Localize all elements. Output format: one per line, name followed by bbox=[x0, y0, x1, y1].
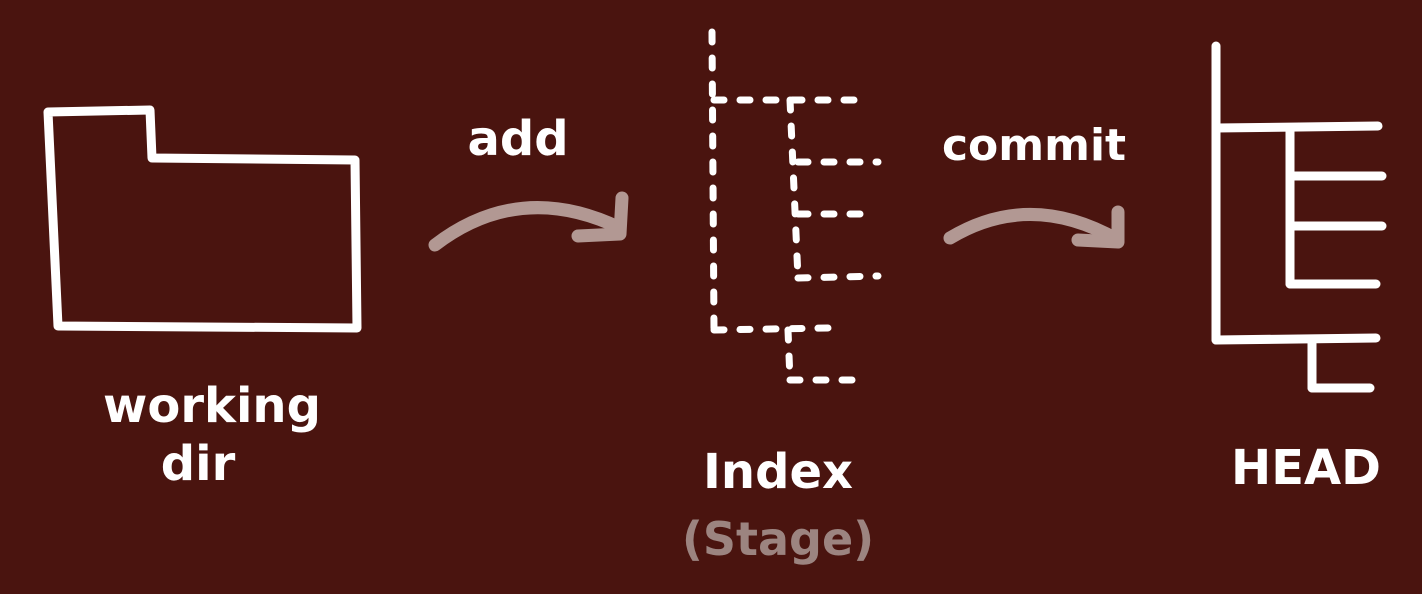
folder-icon bbox=[43, 105, 362, 333]
add-arrow bbox=[428, 191, 629, 252]
index-label: Index bbox=[703, 444, 853, 500]
stage-label: (Stage) bbox=[682, 512, 874, 566]
working-dir-label-line2: dir bbox=[161, 436, 236, 492]
working-dir-label-line1: working bbox=[103, 378, 321, 434]
index-tree-icon bbox=[708, 28, 882, 384]
head-label: HEAD bbox=[1231, 440, 1381, 496]
commit-label: commit bbox=[942, 120, 1126, 171]
commit-arrow bbox=[943, 205, 1125, 249]
head-tree-icon bbox=[1211, 41, 1387, 393]
add-label: add bbox=[467, 111, 568, 167]
